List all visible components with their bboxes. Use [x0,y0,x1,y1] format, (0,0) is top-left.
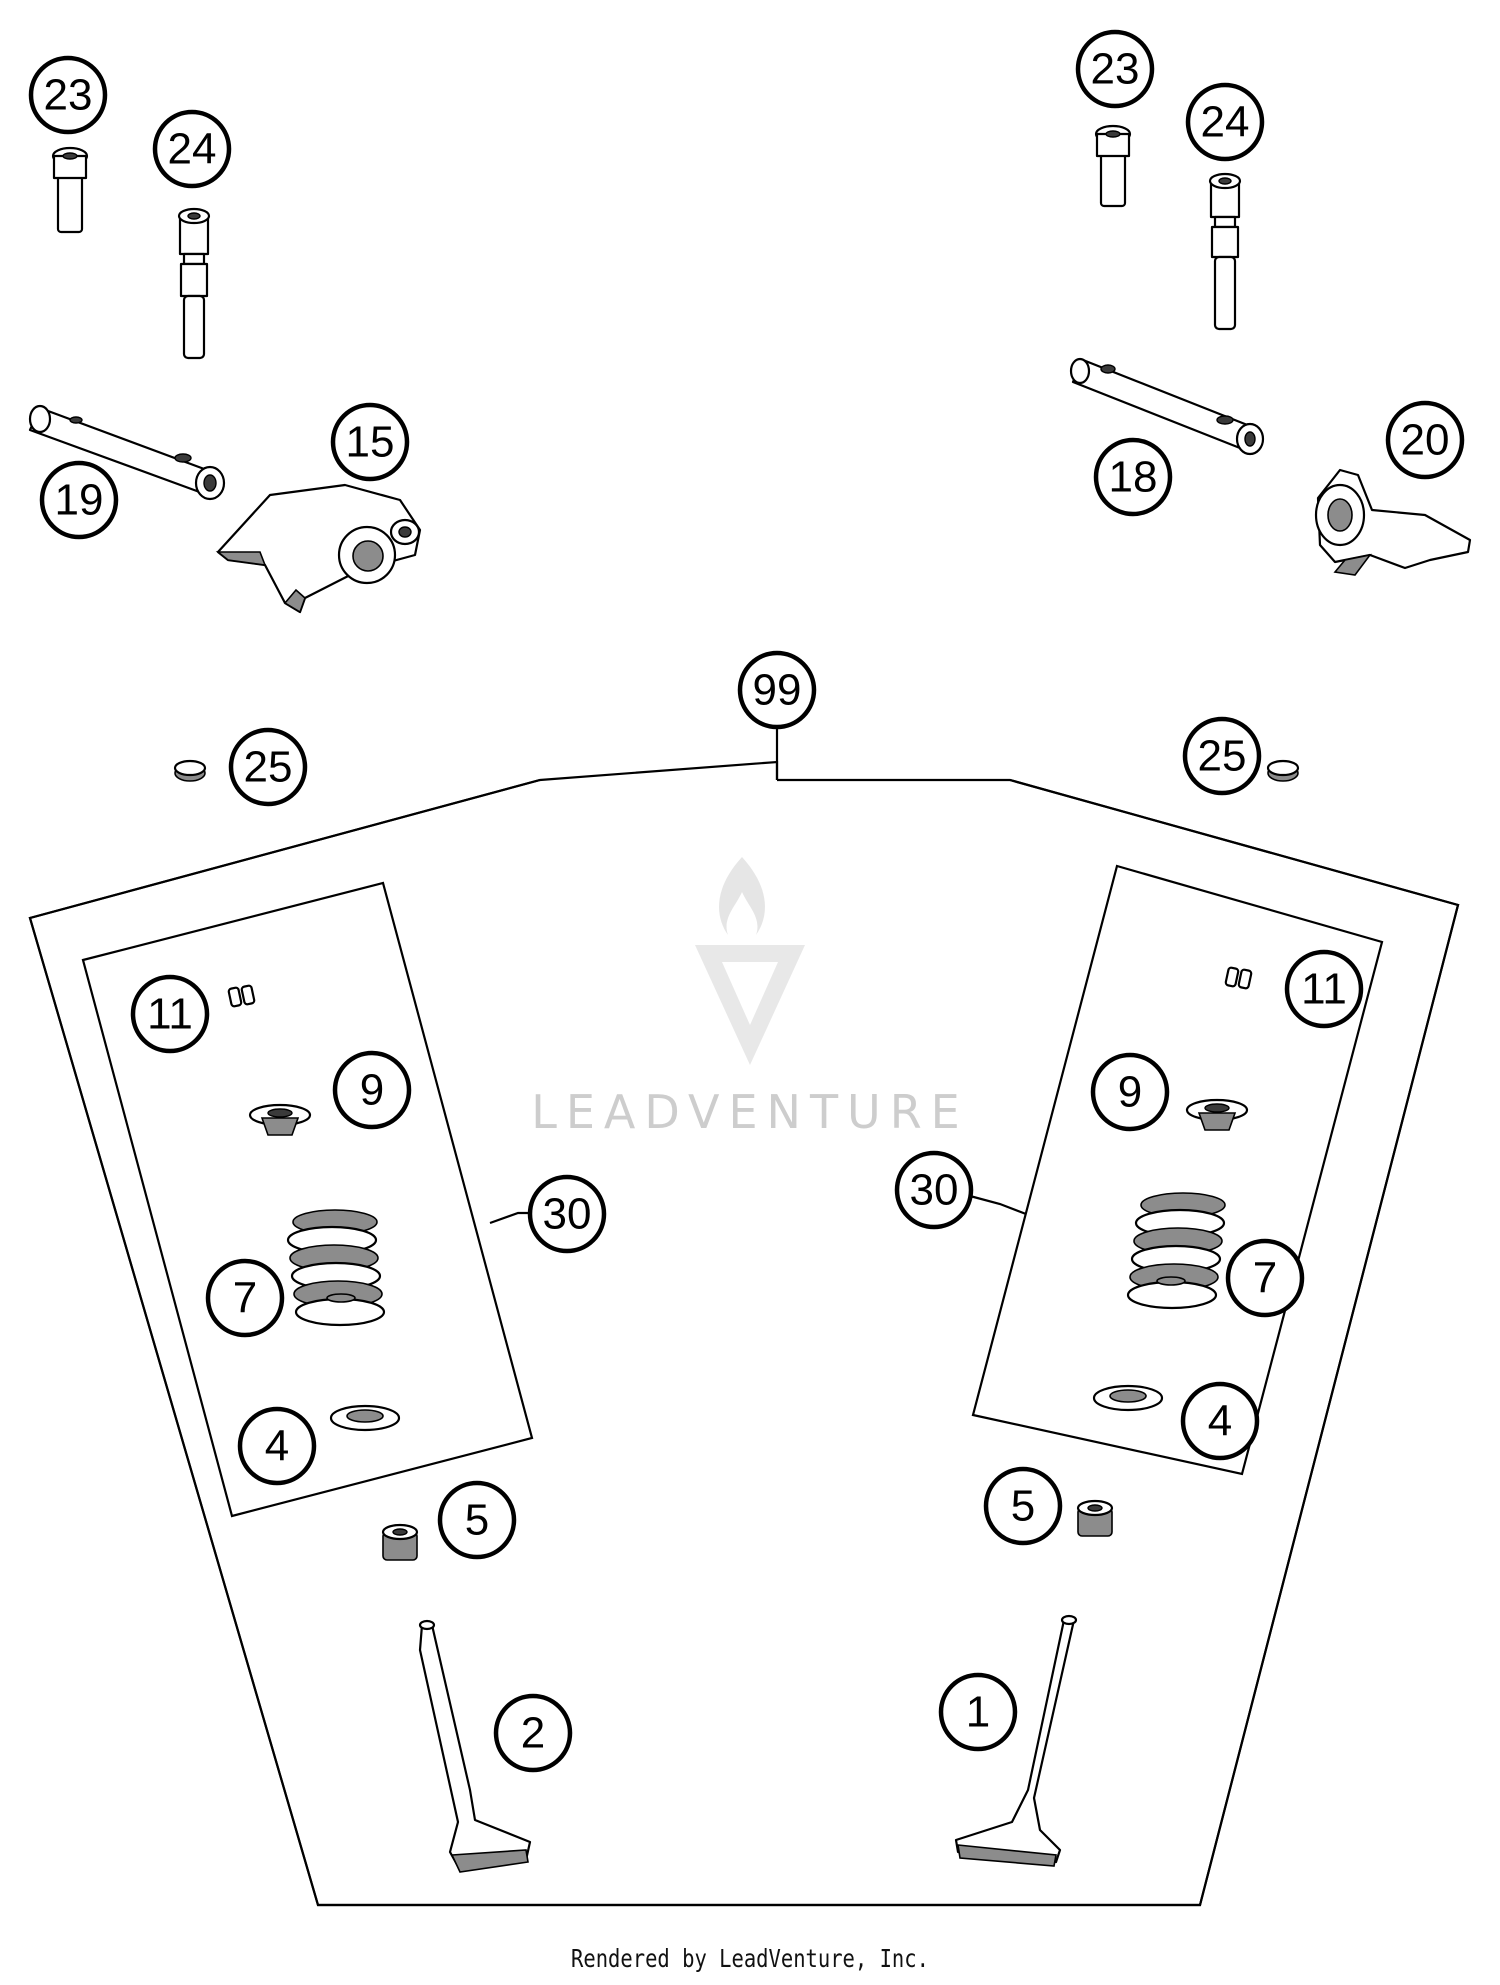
callout-5-right: 5 [983,1466,1063,1546]
callout-23-left: 23 [28,55,108,135]
rendered-by-footer: Rendered by LeadVenture, Inc. [571,1944,929,1973]
rocker-shaft-bolt-24-right [1208,172,1242,331]
spring-retainer-9-left [248,1103,312,1136]
callout-99-label: 99 [753,666,802,715]
callout-25-left-label: 25 [244,743,293,792]
callout-4-left-label: 4 [265,1422,289,1471]
callout-7-right: 7 [1225,1238,1305,1318]
callout-11-right: 11 [1284,949,1364,1029]
callout-5-right-label: 5 [1011,1482,1035,1531]
callout-4-right-label: 4 [1208,1397,1232,1446]
callout-15-label: 15 [346,418,395,467]
watermark-text: LEADVENTURE [531,1085,969,1139]
callout-11-left-label: 11 [147,990,193,1039]
callout-18-label: 18 [1109,453,1158,502]
callout-24-right-label: 24 [1201,98,1250,147]
valve-stem-seal-5-left [381,1523,419,1561]
callout-5-left: 5 [437,1480,517,1560]
flame-logo-icon [719,857,765,935]
callout-20: 20 [1385,400,1465,480]
screw-23-left [51,146,89,234]
callout-9-right: 9 [1090,1052,1170,1132]
callout-19: 19 [39,460,119,540]
rocker-shaft-19 [28,404,226,501]
valve-spring-7-left [286,1209,386,1327]
callout-24-left: 24 [152,109,232,189]
callout-11-right-label: 11 [1301,965,1347,1014]
callout-7-left: 7 [205,1258,285,1338]
callout-4-right: 4 [1180,1381,1260,1461]
v-logo-icon [695,945,805,1065]
valve-cap-25-left [173,759,207,782]
callout-25-left: 25 [228,727,308,807]
callout-30-left: 30 [527,1174,607,1254]
callout-9-right-label: 9 [1118,1068,1142,1117]
rocker-arm-20 [1314,468,1472,576]
spring-seat-4-right [1092,1384,1164,1412]
callout-2: 2 [493,1693,573,1773]
callout-2-label: 2 [521,1709,545,1758]
valve-stem-seal-5-right [1076,1499,1114,1537]
callout-9-left-label: 9 [360,1066,384,1115]
callout-99: 99 [737,650,817,730]
rocker-arm-15 [215,483,422,614]
valve-2 [418,1619,532,1873]
leader-30-right [969,1194,1027,1216]
screw-23-right [1094,124,1132,208]
rocker-shaft-18 [1069,357,1265,456]
valve-keepers-11-right [1224,966,1253,990]
callout-7-right-label: 7 [1253,1254,1277,1303]
callout-1-label: 1 [966,1688,990,1737]
callout-30-right-label: 30 [910,1166,959,1215]
callout-15: 15 [330,402,410,482]
callout-30-right: 30 [894,1150,974,1230]
left-valve-spring-kit-box [81,881,534,1518]
valve-spring-7-right [1126,1192,1226,1310]
callout-23-right-label: 23 [1091,45,1140,94]
callout-4-left: 4 [237,1406,317,1486]
callout-25-right-label: 25 [1198,732,1247,781]
callout-25-right: 25 [1182,716,1262,796]
valve-cap-25-right [1266,759,1300,782]
callout-1: 1 [938,1672,1018,1752]
callout-24-right: 24 [1185,82,1265,162]
leadventure-watermark: LEADVENTURE [531,857,969,1139]
valve-1 [954,1614,1078,1867]
spring-retainer-9-right [1185,1098,1249,1131]
callout-5-left-label: 5 [465,1496,489,1545]
callout-7-left-label: 7 [233,1274,257,1323]
callout-20-label: 20 [1401,416,1450,465]
callout-18: 18 [1093,437,1173,517]
spring-seat-4-left [329,1404,401,1432]
callout-24-left-label: 24 [168,125,217,174]
callout-30-left-label: 30 [543,1190,592,1239]
callout-11-left: 11 [130,974,210,1054]
valve-keepers-11-left [227,984,256,1008]
callout-23-right: 23 [1075,29,1155,109]
callout-19-label: 19 [55,476,104,525]
callout-9-left: 9 [332,1050,412,1130]
callout-23-left-label: 23 [44,71,93,120]
rocker-shaft-bolt-24-left [177,207,211,360]
right-valve-spring-kit-box [971,864,1384,1476]
